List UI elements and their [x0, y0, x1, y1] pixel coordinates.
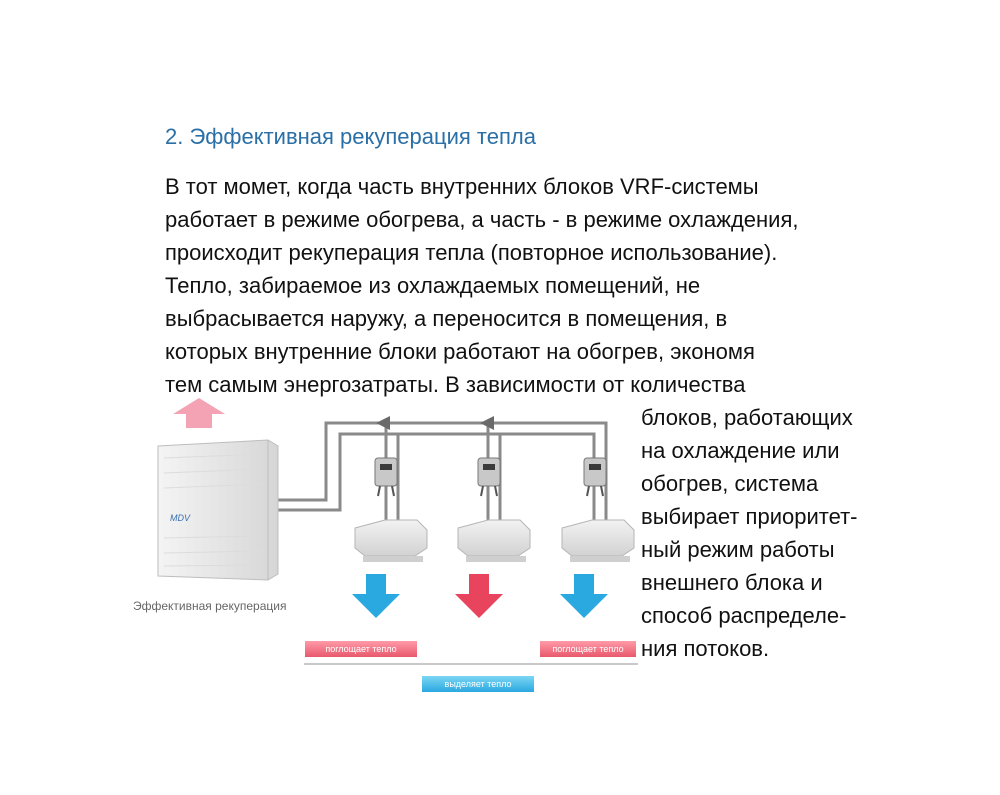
side-text-line: способ распределе-	[641, 603, 847, 628]
side-text-line: ный режим работы	[641, 537, 835, 562]
side-text-line: обогрев, система	[641, 471, 819, 496]
paragraph-line: которых внутренние блоки работают на обо…	[165, 339, 755, 364]
cool-air-arrow-icon	[352, 574, 400, 618]
warm-air-arrow-icon	[455, 574, 503, 618]
section-heading: 2. Эффективная рекуперация тепла	[165, 124, 536, 149]
refrigerant-pipes	[278, 421, 608, 538]
paragraph-line: тем самым энергозатраты. В зависимости о…	[165, 372, 746, 397]
paragraph-line: В тот момет, когда часть внутренних блок…	[165, 174, 759, 199]
outdoor-unit-logo: MDV	[170, 513, 191, 523]
side-text-line: на охлаждение или	[641, 438, 840, 463]
side-text-line: блоков, работающих	[641, 405, 853, 430]
indoor-unit-icon	[354, 519, 428, 562]
valve-box-icon	[583, 457, 607, 497]
valve-box-icon	[477, 457, 501, 497]
paragraph-line: происходит рекуперация тепла (повторное …	[165, 240, 778, 265]
paragraph-line: выбрасывается наружу, а переносится в по…	[165, 306, 728, 331]
absorb-heat-label: поглощает тепло	[540, 641, 636, 657]
side-text-line: выбирает приоритет-	[641, 504, 858, 529]
heat-exhaust-arrow-icon	[173, 398, 225, 428]
heat-recovery-diagram: MDV	[157, 398, 635, 618]
outdoor-unit-icon: MDV	[157, 439, 279, 581]
side-text-line: внешнего блока и	[641, 570, 823, 595]
valve-box-icon	[374, 457, 398, 497]
diagram-caption: Эффективная рекуперация	[133, 599, 287, 613]
indoor-unit-icon	[561, 519, 635, 562]
release-heat-label: выделяет тепло	[422, 676, 534, 692]
flow-direction-arrow-icon	[376, 416, 494, 430]
paragraph-line: Тепло, забираемое из охлаждаемых помещен…	[165, 273, 701, 298]
divider-line	[304, 663, 638, 665]
indoor-unit-icon	[457, 519, 531, 562]
absorb-heat-label: поглощает тепло	[305, 641, 417, 657]
side-text-line: ния потоков.	[641, 636, 770, 661]
paragraph-line: работает в режиме обогрева, а часть - в …	[165, 207, 799, 232]
cool-air-arrow-icon	[560, 574, 608, 618]
